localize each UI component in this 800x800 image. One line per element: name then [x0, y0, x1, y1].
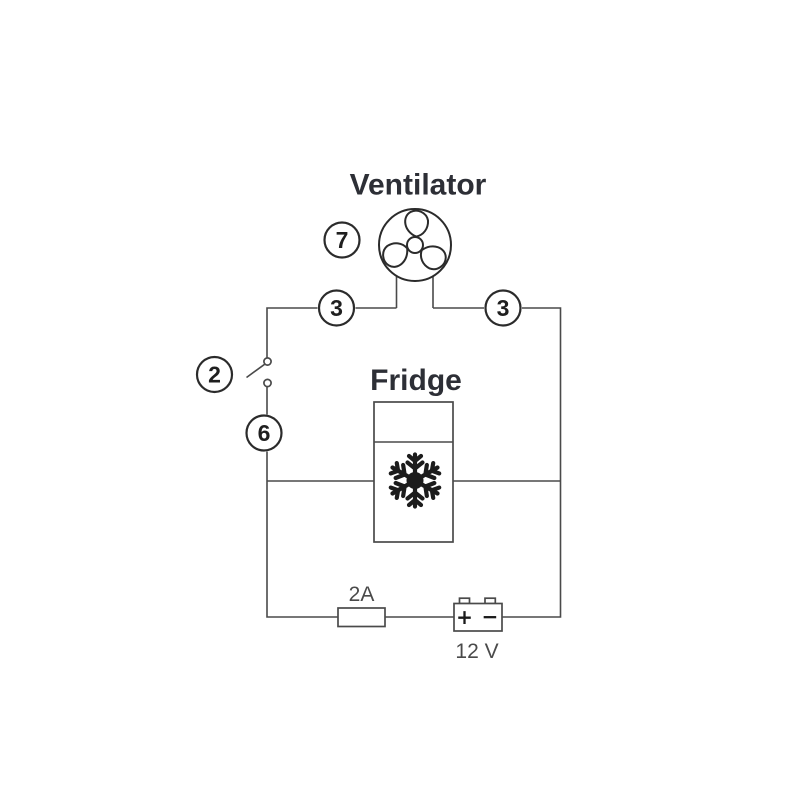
callout-switch: 2 [195, 355, 234, 394]
callout-number: 2 [208, 362, 221, 388]
ventilator-label: Ventilator [350, 169, 487, 202]
snowflake-icon [388, 452, 442, 509]
fan-blade [419, 245, 447, 271]
wire-top-right [502, 307, 562, 618]
callout-number: 3 [497, 295, 510, 321]
fan-blade [404, 209, 430, 238]
fuse-rating-label: 2A [349, 583, 375, 606]
callout-ventilator: 7 [323, 221, 361, 259]
battery-symbol: + − [453, 597, 503, 632]
callout-circle [317, 289, 356, 327]
switch-contact-top [263, 357, 272, 366]
fan-hub [406, 236, 424, 254]
fan-blade [382, 242, 409, 268]
callout-wire-top-right: 3 [484, 289, 522, 327]
callout-wire-top-left: 3 [317, 289, 356, 327]
battery-body [453, 602, 503, 632]
fuse-body [337, 607, 386, 628]
callout-number: 7 [336, 227, 349, 253]
fan-blades [382, 209, 447, 271]
battery-negative-sign: − [482, 605, 499, 629]
callout-circle [195, 355, 234, 394]
circuit-wires [266, 268, 562, 618]
switch-symbol [246, 357, 272, 388]
switch-blade [246, 363, 266, 379]
fuse-symbol [337, 607, 386, 628]
wire-top-left [266, 307, 318, 358]
fan-icon [378, 208, 452, 282]
switch-contact-bottom [263, 378, 272, 388]
callout-circle [484, 289, 522, 327]
battery-positive-sign: + [456, 605, 473, 629]
callout-wire-left: 6 [245, 414, 283, 452]
battery-voltage-label: 12 V [455, 640, 498, 663]
wire-left-bottom [266, 451, 338, 618]
callout-circle [323, 221, 361, 259]
callout-number: 6 [258, 420, 271, 446]
fridge-symbol [373, 401, 454, 543]
callout-circle [245, 414, 283, 452]
fridge-label: Fridge [370, 364, 462, 397]
callout-number: 3 [330, 295, 343, 321]
